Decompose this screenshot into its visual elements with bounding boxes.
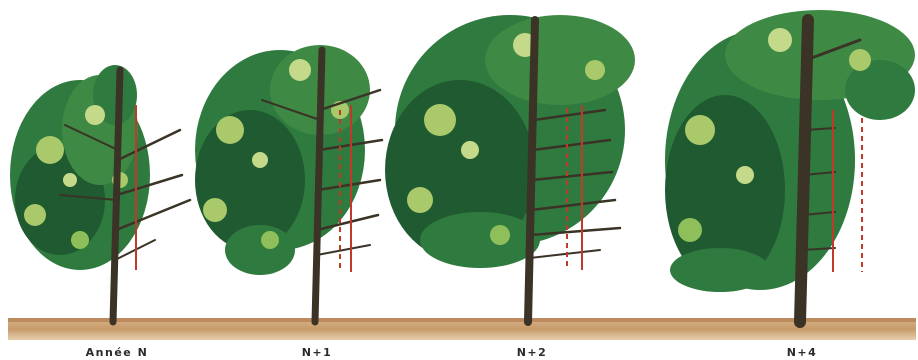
tree-n1-foliage (195, 45, 370, 275)
ground-shadow (8, 318, 916, 322)
stage-label-n4: N+4 (742, 346, 862, 360)
stage-label-n1: N+1 (257, 346, 377, 360)
tree-year-n (10, 65, 190, 322)
tree-year-n-foliage (10, 65, 150, 270)
stage-label-year-n: Année N (57, 346, 177, 360)
tree-n4 (665, 10, 915, 322)
tree-n4-foliage (665, 10, 915, 292)
tree-n2 (385, 15, 635, 322)
stage-label-n2: N+2 (472, 346, 592, 360)
tree-n1 (195, 45, 382, 322)
